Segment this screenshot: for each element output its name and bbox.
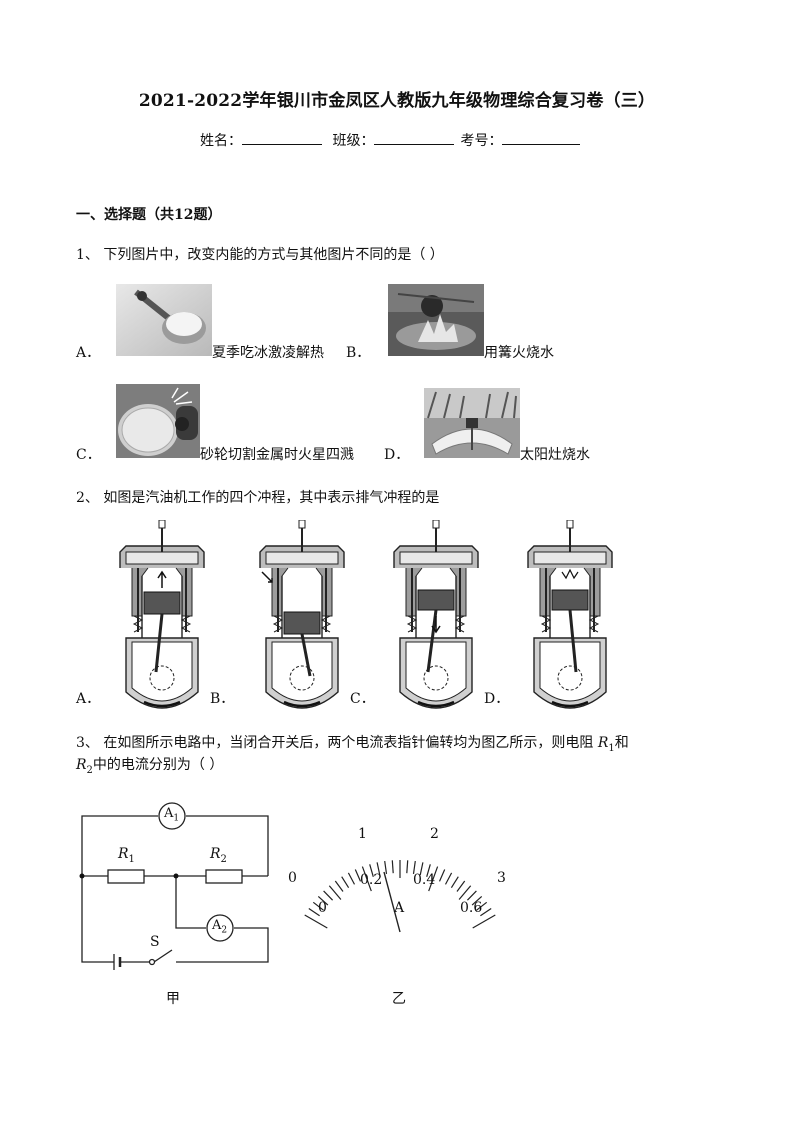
dial-tick	[304, 914, 328, 929]
engine-c	[392, 520, 480, 710]
q3-r2-sub: 2	[86, 764, 93, 776]
circuit-diagram	[79, 802, 269, 970]
dial-tick	[419, 862, 424, 876]
dial-tick	[347, 872, 356, 885]
dial-tick	[444, 872, 453, 885]
dial-tick	[391, 860, 394, 874]
name-blank[interactable]	[242, 132, 322, 145]
ice-cream-photo	[116, 284, 212, 356]
resistor-r1	[107, 869, 145, 884]
ammeter-a2	[206, 914, 234, 942]
q1-b-letter: B．	[346, 345, 371, 361]
dial-caption: 乙	[392, 991, 406, 1007]
dial-tick	[472, 914, 496, 929]
dial-unit: A	[394, 900, 405, 916]
q1-c-text: 砂轮切割金属时火星四溅	[200, 447, 354, 463]
q2-letter-b: B．	[210, 691, 235, 707]
q1-c-letter: C．	[76, 447, 101, 463]
dial-tick	[428, 866, 439, 892]
dial-top-1: 1	[358, 826, 367, 842]
ammeter-a1	[158, 802, 186, 830]
dial-tick	[384, 861, 388, 874]
student-info-line: 姓名： 班级： 考号：	[200, 130, 586, 150]
q3-stem-text: 3、 在如图所示电路中，当闭合开关后，两个电流表指针偏转均为图乙所示，则电阻	[76, 735, 594, 751]
q1-b-text: 用篝火烧水	[484, 345, 554, 361]
dial-tick	[406, 860, 409, 874]
q1-d-text: 太阳灶烧水	[520, 447, 590, 463]
exam-label: 考号：	[460, 133, 503, 149]
a1-label: A1	[164, 806, 180, 824]
q2-letter-c: C．	[350, 691, 375, 707]
r2-label: R2	[210, 846, 227, 865]
dial-tick	[471, 895, 483, 906]
dial-tick	[341, 876, 350, 889]
dial-tick	[369, 864, 374, 877]
engine-d	[526, 520, 614, 710]
dial-tick	[361, 866, 372, 892]
r1-label: R1	[118, 846, 135, 865]
dial-tick	[450, 876, 459, 889]
dial-bottom-3: 0.6	[460, 900, 483, 916]
dial-tick	[334, 880, 344, 892]
dial-tick	[317, 895, 329, 906]
q2-stem: 2、 如图是汽油机工作的四个冲程，其中表示排气冲程的是	[76, 490, 440, 506]
dial-tick	[312, 901, 324, 911]
resistor-r2	[205, 869, 243, 884]
q3-and: 和	[614, 735, 629, 751]
dial-bottom-2: 0.4	[413, 872, 436, 888]
dial-tick	[354, 869, 362, 882]
circuit-caption: 甲	[166, 991, 180, 1007]
q3-r1-sub: 1	[608, 742, 615, 754]
q2-letter-d: D．	[484, 691, 510, 707]
solar-cooker-photo	[424, 388, 520, 458]
dial-bottom-0: 0	[318, 900, 327, 916]
q1-a-letter: A．	[76, 345, 101, 361]
q3-stem-line1: 3、 在如图所示电路中，当闭合开关后，两个电流表指针偏转均为图乙所示，则电阻 R…	[76, 732, 629, 754]
dial-tick	[328, 885, 342, 900]
dial-tick	[476, 901, 488, 911]
bonfire-photo	[388, 284, 484, 356]
dial-tick	[438, 869, 446, 882]
q2-letter-a: A．	[76, 691, 101, 707]
a2-label: A2	[212, 918, 228, 936]
engine-strokes-figure	[118, 520, 614, 710]
exam-blank[interactable]	[502, 132, 581, 145]
q3-stem-tail: 中的电流分别为（ ）	[92, 757, 224, 773]
ammeter-dial	[304, 860, 496, 933]
engine-b	[258, 520, 346, 710]
dial-tick	[456, 880, 466, 892]
engine-a	[118, 520, 206, 710]
dial-top-2: 2	[430, 826, 439, 842]
q3-stem-line2: R2中的电流分别为（ ）	[76, 754, 223, 776]
q1-d-letter: D．	[384, 447, 410, 463]
dial-top-3: 3	[497, 870, 506, 886]
dial-top-0: 0	[288, 870, 297, 886]
dial-tick	[466, 890, 477, 901]
dial-tick	[308, 908, 320, 917]
dial-tick	[458, 885, 472, 900]
dial-tick	[376, 862, 381, 876]
q1-a-text: 夏季吃冰激凌解热	[212, 345, 324, 361]
q1-stem: 1、 下列图片中，改变内能的方式与其他图片不同的是（ ）	[76, 247, 444, 263]
dial-bottom-1: 0.2	[360, 872, 383, 888]
page-title: 2021-2022学年银川市金凤区人教版九年级物理综合复习卷（三）	[138, 91, 656, 111]
grinding-sparks-photo	[116, 384, 200, 458]
meter-pointer	[383, 871, 401, 933]
class-label: 班级：	[332, 133, 375, 149]
dial-tick	[412, 861, 416, 874]
dial-tick	[426, 864, 431, 877]
section-heading: 一、选择题（共12题）	[76, 207, 222, 223]
class-blank[interactable]	[374, 132, 455, 145]
dial-tick	[323, 890, 334, 901]
switch-label: S	[150, 934, 160, 950]
q3-r2-symbol: R	[76, 757, 87, 773]
dial-tick	[480, 908, 492, 917]
name-label: 姓名：	[200, 133, 242, 149]
q3-r1-symbol: R	[597, 735, 609, 751]
